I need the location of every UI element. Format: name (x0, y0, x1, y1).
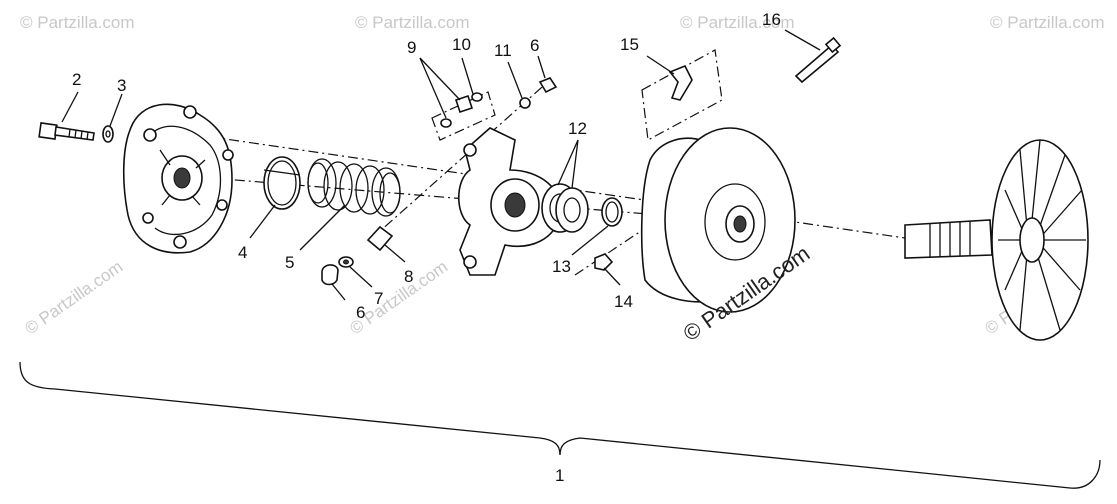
part-12-rollers (541, 183, 589, 233)
callout-2: 2 (72, 70, 81, 89)
callout-11: 11 (494, 41, 512, 60)
callout-16: 16 (762, 10, 781, 29)
fixed-sheave (904, 139, 1089, 341)
part-5-spring (307, 158, 401, 217)
leader-lines (61, 29, 821, 301)
callout-1: 1 (555, 466, 564, 485)
callout-10: 10 (452, 35, 471, 54)
moveable-sheave (640, 127, 796, 313)
callout-3: 3 (117, 76, 126, 95)
callout-14: 14 (614, 292, 633, 311)
spider (458, 127, 562, 276)
callout-15: 15 (620, 35, 639, 54)
part-7-washer (338, 256, 354, 268)
part-4-ring (263, 156, 301, 210)
part-15-weight (641, 49, 723, 141)
watermark-text: © Partzilla.com (990, 13, 1105, 32)
part-3-washer (102, 125, 114, 143)
callout-5: 5 (285, 253, 294, 272)
callout-4: 4 (238, 243, 247, 262)
part-13-bushing (601, 197, 623, 227)
watermark-text: © Partzilla.com (20, 13, 135, 32)
callout-8: 8 (404, 267, 413, 286)
callout-13: 13 (552, 257, 571, 276)
watermark-text: © Partzilla.com (680, 13, 795, 32)
part-8-pin (366, 225, 394, 252)
callout-7: 7 (374, 289, 383, 308)
watermark-text: © Partzilla.com (355, 13, 470, 32)
assembly-brace (19, 361, 1101, 489)
callout-6-upper: 6 (530, 36, 539, 55)
part-14-nut (594, 253, 614, 271)
parts-9-10-hardware (431, 77, 558, 141)
watermark-text: © Partzilla.com (346, 257, 451, 338)
part-2-bolt (38, 122, 95, 141)
callout-9: 9 (407, 38, 416, 57)
callout-labels: 2 3 4 5 6 6 7 8 9 10 11 12 13 14 15 16 1 (72, 10, 781, 485)
callout-12: 12 (568, 119, 587, 138)
watermark-text: © Partzilla.com (21, 257, 126, 338)
part-16-bolt (794, 36, 842, 84)
callout-6-lower: 6 (356, 303, 365, 322)
cover-plate (122, 103, 234, 254)
part-6-nut-lower (321, 264, 339, 286)
